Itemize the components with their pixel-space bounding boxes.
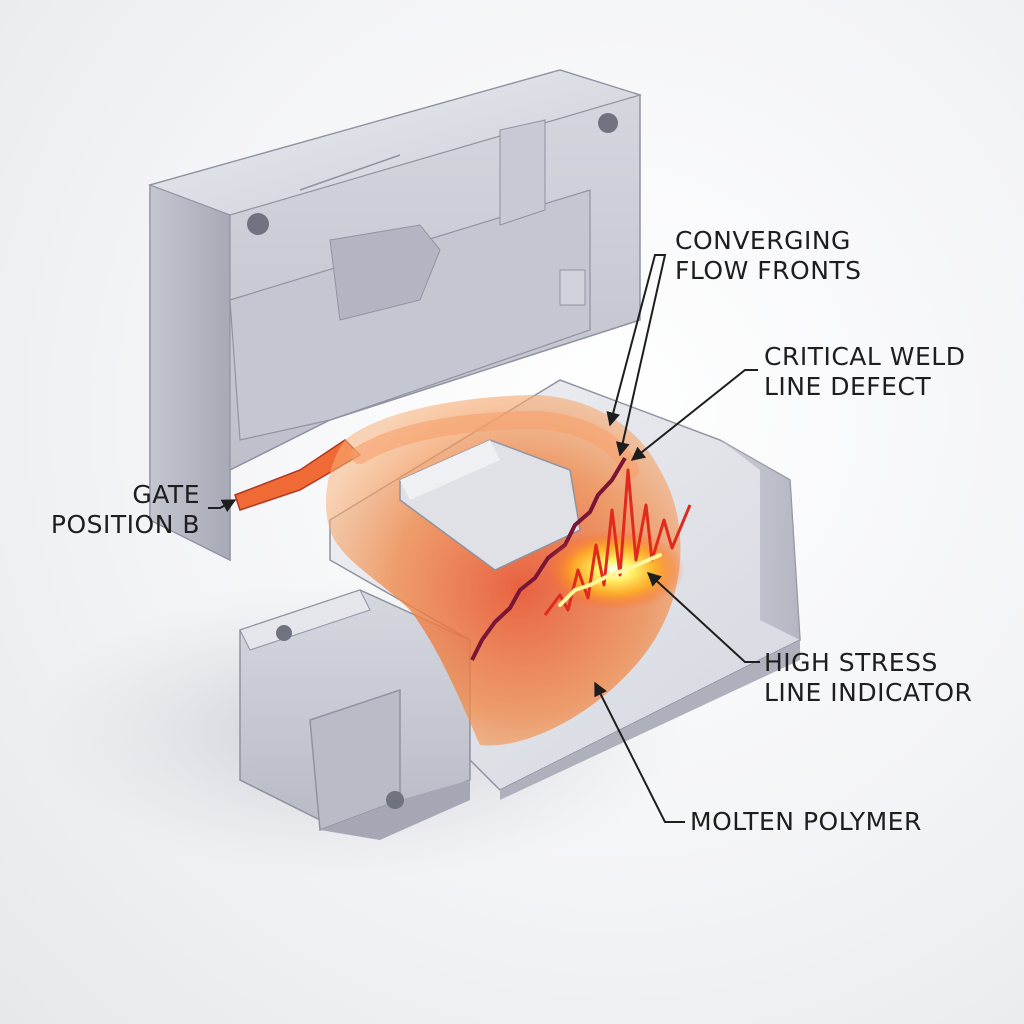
weld-line — [470, 456, 627, 661]
gate-line2: POSITION B — [50, 510, 200, 539]
lower-mold-block — [239, 589, 471, 840]
converging-line2: FLOW FRONTS — [675, 256, 862, 285]
stress-indicator — [543, 468, 692, 616]
bolt-hole — [386, 791, 404, 809]
bolt-hole — [598, 113, 618, 133]
weld-line1: CRITICAL WELD — [764, 342, 966, 371]
callout-gate-position-b: GATE POSITION B — [40, 480, 200, 540]
leader-weld — [630, 369, 758, 461]
leader-gate — [208, 499, 237, 513]
leader-converging-1 — [606, 254, 660, 427]
converging-line1: CONVERGING — [675, 226, 851, 255]
leader-lines — [208, 254, 760, 823]
leader-polymer — [594, 681, 685, 823]
callout-molten-polymer: MOLTEN POLYMER — [690, 807, 922, 837]
callout-critical-weld-line-defect: CRITICAL WELD LINE DEFECT — [764, 342, 965, 402]
gate-line1: GATE — [132, 480, 200, 509]
stress-line1: HIGH STRESS — [764, 648, 938, 677]
upper-mold-block — [148, 69, 643, 562]
leader-converging-2 — [615, 254, 667, 457]
stress-line2: LINE INDICATOR — [764, 678, 973, 707]
bolt-hole — [276, 625, 292, 641]
leader-stress — [646, 572, 760, 663]
weld-line2: LINE DEFECT — [764, 372, 932, 401]
bolt-hole — [247, 213, 269, 235]
molten-polymer-flow — [325, 395, 681, 746]
polymer-line1: MOLTEN POLYMER — [690, 807, 922, 836]
callout-converging-flow-fronts: CONVERGING FLOW FRONTS — [675, 226, 862, 286]
callout-high-stress-line-indicator: HIGH STRESS LINE INDICATOR — [764, 648, 972, 708]
